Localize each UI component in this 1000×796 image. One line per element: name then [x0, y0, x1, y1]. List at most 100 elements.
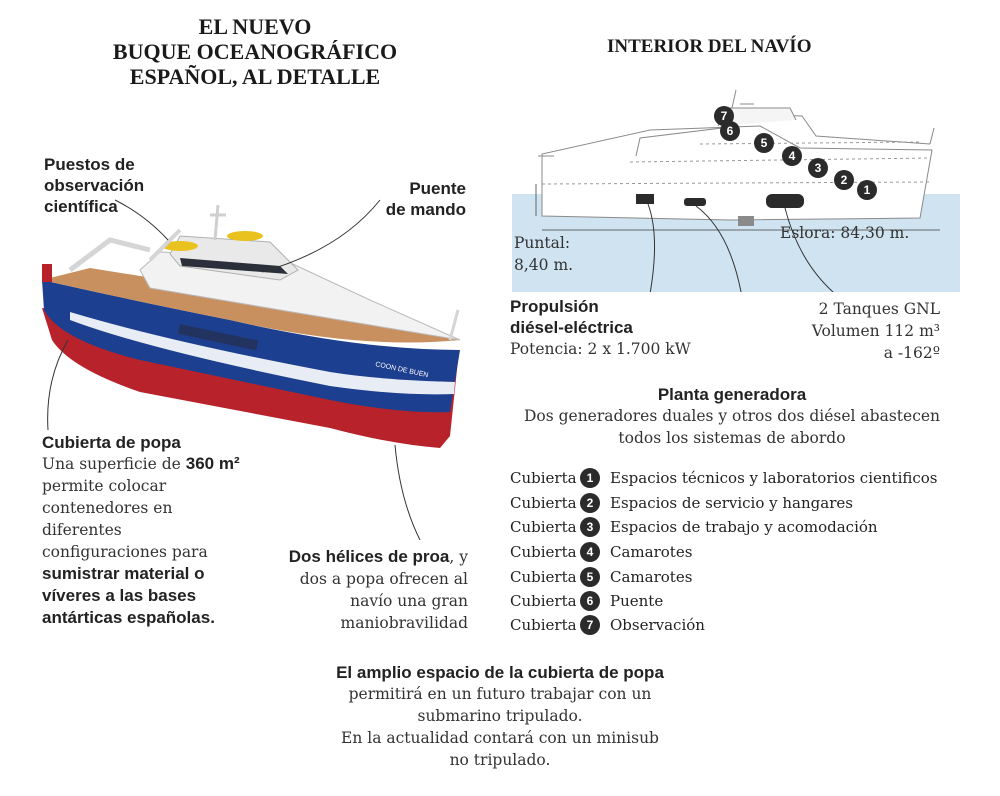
generator-line: todos los sistemas de abordo	[618, 429, 846, 447]
puntal-line: 8,40 m.	[514, 256, 574, 274]
deck-marker-2: 2	[834, 170, 854, 190]
footer-line: permitirá en un futuro trabajar con un	[348, 685, 652, 703]
propellers-line1-rest: , y	[449, 548, 468, 566]
propulsion-engine	[636, 194, 654, 204]
deck-marker-6: 6	[720, 121, 740, 141]
pointer-generator	[695, 205, 742, 292]
generator-title: Planta generadora	[657, 385, 807, 404]
legend-desc: Camarotes	[610, 568, 693, 586]
deck-line	[629, 157, 931, 163]
propulsion-title-line: diésel-eléctrica	[510, 318, 633, 337]
main-title-line: ESPAÑOL, AL DETALLE	[129, 64, 381, 89]
stern-deck-text: Una superficie de 360 m² permite colocar…	[42, 453, 282, 629]
callout-line: observación	[44, 176, 145, 195]
stern-deck-bold-line: antárticas españolas.	[42, 608, 215, 627]
deck-marker-3: 3	[808, 158, 828, 178]
hull-windows	[177, 324, 259, 351]
legend-number: 2	[580, 493, 600, 513]
observation-deck-yellow	[162, 241, 198, 251]
legend-deck: Cubierta	[510, 592, 577, 610]
observation-deck-yellow	[227, 231, 263, 241]
interior-title: INTERIOR DEL NAVÍO	[607, 36, 812, 57]
legend-desc: Espacios de trabajo y acomodación	[610, 518, 878, 536]
bow-rail	[448, 309, 460, 341]
crane	[148, 228, 182, 262]
propellers-line: dos a popa ofrecen al	[299, 570, 468, 588]
puntal-line: Puntal:	[514, 234, 571, 252]
pointer-propulsion	[647, 203, 655, 292]
deck-marker-1: 1	[857, 180, 877, 200]
stern-deck-line: diferentes	[42, 521, 122, 539]
crane	[68, 237, 151, 272]
legend-number: 5	[580, 567, 600, 587]
eslora-label: Eslora: 84,30 m.	[780, 224, 910, 242]
stern-deck-line1: Una superficie de	[42, 455, 181, 473]
puntal-label: Puntal: 8,40 m.	[514, 232, 573, 276]
callout-observation: Puestos de observación científica	[44, 154, 144, 217]
bow-post	[929, 127, 935, 145]
deck-marker-5: 5	[754, 133, 774, 153]
callout-line: Puente	[409, 179, 466, 198]
mast	[210, 204, 226, 241]
deck-marker-7: 7	[714, 106, 734, 126]
legend-desc: Camarotes	[610, 543, 693, 561]
interior-diagram	[512, 89, 960, 292]
callout-line: de mando	[385, 200, 466, 219]
footer-line: En la actualidad contará con un minisub	[341, 729, 659, 747]
footer-text: El amplio espacio de la cubierta de popa…	[250, 662, 750, 771]
mast-outline	[731, 89, 754, 109]
keel-box	[738, 216, 754, 226]
callout-stern-deck: Cubierta de popa Una superficie de 360 m…	[42, 432, 282, 629]
propellers-line: maniobravilidad	[340, 614, 469, 632]
stern-deck-area: 360 m²	[185, 454, 240, 473]
propulsion-power: Potencia: 2 x 1.700 kW	[510, 340, 691, 358]
stern-deck-heading: Cubierta de popa	[42, 433, 181, 452]
main-title-line: BUQUE OCEANOGRÁFICO	[112, 39, 398, 64]
callout-bridge: Puente de mando	[382, 178, 466, 220]
legend-number: 3	[580, 517, 600, 537]
propulsion-title-line: Propulsión	[510, 297, 599, 316]
bridge-windows	[180, 258, 288, 274]
callout-line: científica	[44, 197, 118, 216]
ship-illustration: COON DE BUEN	[42, 204, 461, 448]
legend-deck: Cubierta	[510, 518, 577, 536]
propellers-line: navío una gran	[350, 592, 468, 610]
hull-white-stripe	[70, 312, 455, 395]
generator-line: Dos generadores duales y otros dos diése…	[523, 407, 941, 425]
legend-desc: Observación	[610, 616, 705, 634]
legend-number: 4	[580, 542, 600, 562]
generator-unit	[684, 198, 706, 206]
footer-line: no tripulado.	[449, 751, 551, 769]
legend-number: 1	[580, 468, 600, 488]
propellers-bold: Dos hélices de proa	[288, 547, 450, 566]
tanks-label: 2 Tanques GNL Volumen 112 m³ a -162º	[760, 298, 940, 364]
propulsion-label: Propulsión diésel-eléctrica Potencia: 2 …	[510, 296, 691, 360]
stern-deck-line: contenedores en	[42, 499, 173, 517]
stern-deck-line: permite colocar	[42, 477, 167, 495]
legend-desc: Puente	[610, 592, 664, 610]
main-title: EL NUEVO BUQUE OCEANOGRÁFICO ESPAÑOL, AL…	[100, 14, 410, 89]
legend-number: 6	[580, 591, 600, 611]
deck-marker-4: 4	[782, 146, 802, 166]
deck-line	[541, 181, 931, 185]
legend-desc: Espacios técnicos y laboratorios cientif…	[610, 469, 938, 487]
stern-deck-line: configuraciones para	[42, 543, 208, 561]
deck-line	[699, 141, 921, 145]
stern-deck-bold-line: sumistrar material o	[42, 564, 205, 583]
lng-tank	[766, 194, 804, 208]
callout-line: Puestos de	[44, 155, 135, 174]
footer-bold: El amplio espacio de la cubierta de popa	[336, 663, 664, 682]
legend-deck: Cubierta	[510, 568, 577, 586]
tanks-line: Volumen 112 m³	[811, 322, 940, 340]
legend-desc: Espacios de servicio y hangares	[610, 494, 853, 512]
tanks-line: 2 Tanques GNL	[818, 300, 940, 318]
generator-label: Planta generadora Dos generadores duales…	[508, 384, 956, 449]
legend-deck: Cubierta	[510, 494, 577, 512]
